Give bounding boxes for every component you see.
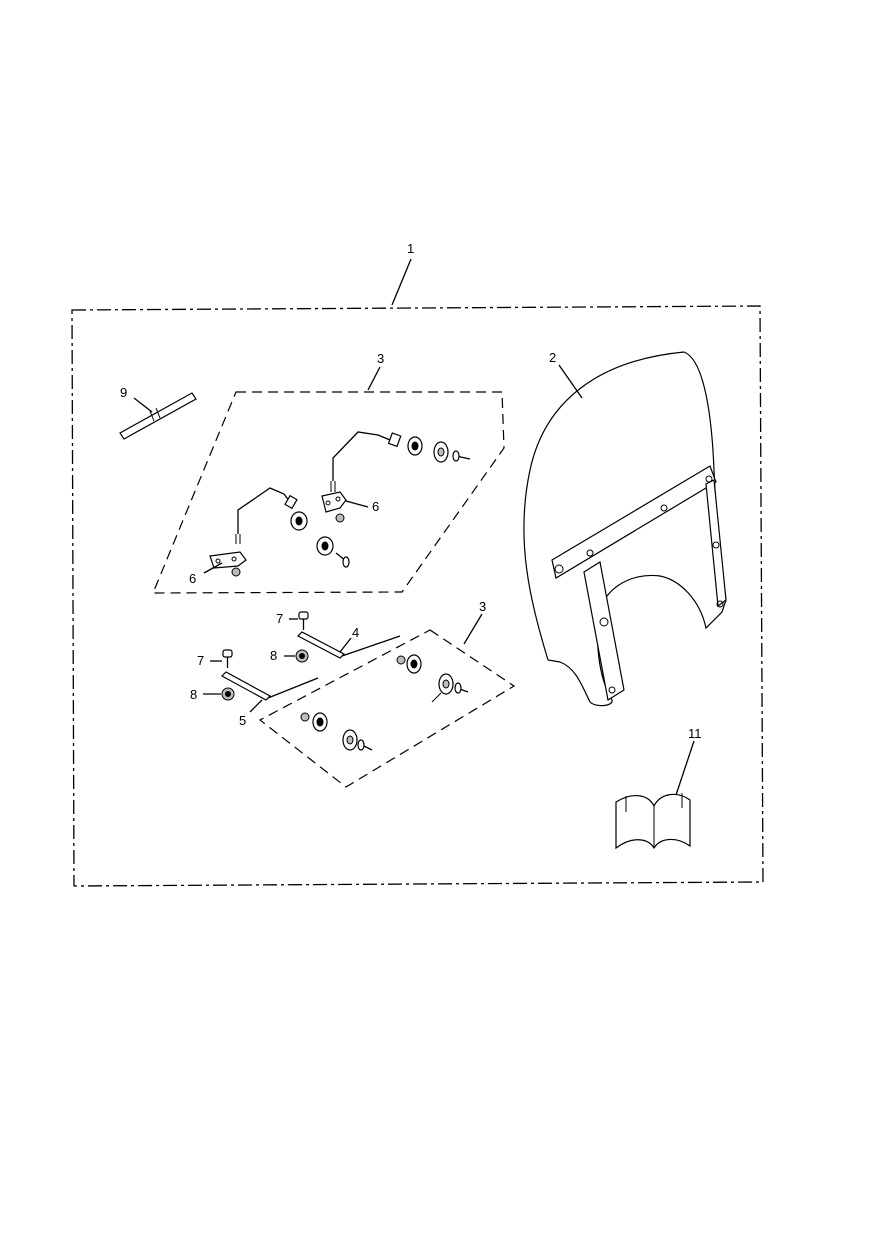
bolt-lower: [222, 649, 233, 668]
callout-8-upper: 8: [270, 648, 277, 663]
cable-tie: [119, 392, 197, 440]
rubber-mount-lower-2: [300, 712, 328, 732]
bracket-kit-upper-boundary: [152, 391, 505, 594]
plate-lower: [209, 551, 247, 569]
callout-2: 2: [549, 350, 556, 365]
bolt-upper: [298, 611, 309, 630]
rubber-mount-upper-1: [407, 436, 423, 456]
callout-9: 9: [120, 385, 127, 400]
kit-leader: [391, 258, 412, 306]
instruction-book-leader: [675, 740, 695, 796]
rubber-mount-upper-2: [290, 511, 308, 531]
bracket-kit-lower-leader: [463, 613, 483, 645]
windscreen: [523, 351, 727, 707]
mounting-arm-left: [235, 487, 298, 544]
strap-left: [221, 671, 319, 701]
strap-right: [296, 631, 401, 659]
plate-upper-leader: [345, 500, 369, 508]
washer-lower-2: [342, 729, 373, 751]
callout-8-lower: 8: [190, 687, 197, 702]
callout-3-upper: 3: [377, 351, 384, 366]
callout-11: 11: [688, 726, 702, 741]
nut-upper-small: [231, 513, 345, 577]
bracket-kit-lower-boundary: [258, 629, 516, 788]
plate-upper: [321, 491, 347, 513]
rubber-mount-lower-1: [396, 654, 422, 674]
strap-left-leader: [249, 699, 263, 713]
washer-lower-1: [431, 673, 469, 703]
bracket-kit-upper-leader: [367, 366, 381, 391]
windscreen-leader: [558, 364, 583, 399]
callout-3-lower: 3: [479, 599, 486, 614]
plate-lower-leader: [203, 562, 223, 574]
callout-1: 1: [407, 241, 414, 256]
callout-7-lower: 7: [197, 653, 204, 668]
cable-tie-leader: [133, 397, 153, 413]
callout-5: 5: [239, 713, 246, 728]
screw-upper-2: [335, 552, 350, 568]
mounting-arm-right: [330, 431, 402, 492]
washer-upper-1: [433, 441, 449, 463]
nut-lower: [221, 687, 235, 701]
instruction-book-icon: [615, 793, 691, 850]
strap-right-leader: [339, 637, 352, 653]
screw-upper-1: [452, 450, 471, 462]
callout-7-upper: 7: [276, 611, 283, 626]
rubber-mount-upper-3: [316, 536, 334, 556]
kit-boundary: [71, 305, 764, 887]
nut-upper: [295, 649, 309, 663]
callout-6-lower: 6: [189, 571, 196, 586]
callout-4: 4: [352, 625, 359, 640]
callout-6-upper: 6: [372, 499, 379, 514]
